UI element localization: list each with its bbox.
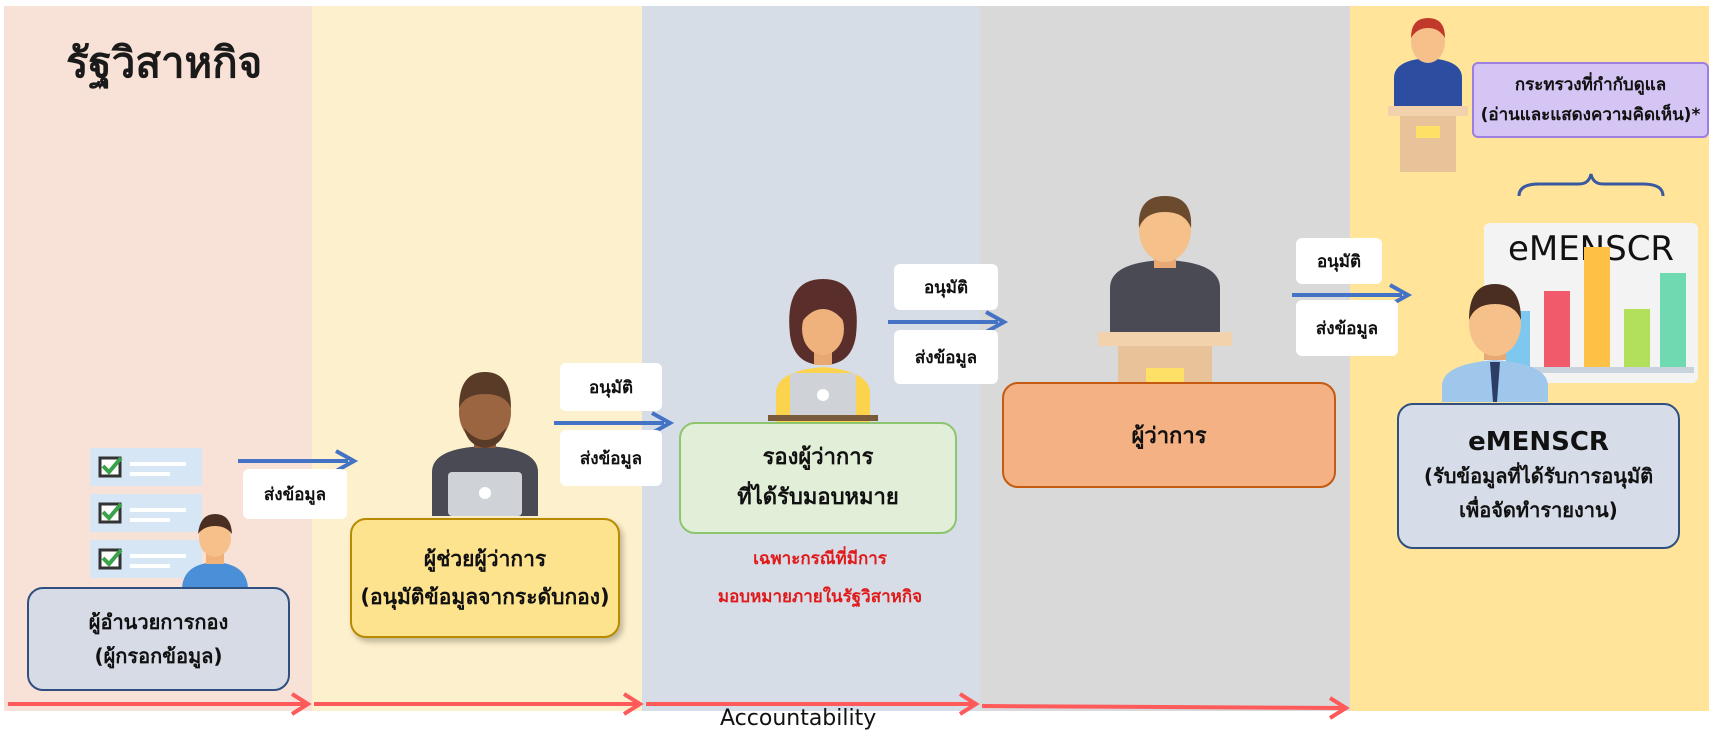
director-subtitle: (ผู้กรอกข้อมูล) <box>94 644 223 668</box>
system-person-icon <box>1442 284 1548 402</box>
send-label-3: ส่งข้อมูล <box>894 330 998 384</box>
system-subtitle-2: เพื่อจัดทำรายงาน) <box>1459 498 1618 522</box>
ministry-person-icon <box>1388 18 1468 172</box>
director-box: ผู้อำนวยการกอง (ผู้กรอกข้อมูล) <box>27 587 290 691</box>
ministry-box: กระทรวงที่กำกับดูแล (อ่านและแสดงความคิดเ… <box>1472 62 1709 138</box>
send-label-4: ส่งข้อมูล <box>1296 300 1398 356</box>
note-line-1: เฉพาะกรณีที่มีการ <box>753 549 887 569</box>
approve-label-4: อนุมัติ <box>1296 238 1382 284</box>
send-label-2: ส่งข้อมูล <box>560 430 662 486</box>
assistant-box: ผู้ช่วยผู้ว่าการ (อนุมัติข้อมูลจากระดับก… <box>350 518 620 638</box>
page-title: รัฐวิสาหกิจ <box>66 38 263 87</box>
flow-arrow-1 <box>238 449 359 473</box>
accountability-label: Accountability <box>720 706 877 731</box>
brace-icon <box>1517 173 1665 197</box>
ministry-subtitle: (อ่านและแสดงความคิดเห็น)* <box>1480 105 1701 125</box>
deputy-box: รองผู้ว่าการ ที่ได้รับมอบหมาย <box>679 422 957 534</box>
governor-title: ผู้ว่าการ <box>1131 423 1207 449</box>
delegation-note: เฉพาะกรณีที่มีการ มอบหมายภายในรัฐวิสาหกิ… <box>660 540 980 616</box>
deputy-subtitle: ที่ได้รับมอบหมาย <box>737 485 899 510</box>
checklist-icon <box>90 448 202 578</box>
deputy-title: รองผู้ว่าการ <box>762 445 874 470</box>
director-title: ผู้อำนวยการกอง <box>88 610 229 634</box>
note-line-2: มอบหมายภายในรัฐวิสาหกิจ <box>717 587 923 607</box>
timeline-arrows <box>8 692 1350 720</box>
ministry-title: กระทรวงที่กำกับดูแล <box>1514 75 1667 95</box>
flow-arrow-3 <box>888 310 1009 334</box>
assistant-person-icon <box>432 372 538 516</box>
governor-person-icon <box>1098 196 1232 382</box>
emenscr-screen: eMENSCR <box>1484 223 1698 383</box>
governor-box: ผู้ว่าการ <box>1002 382 1336 488</box>
send-label-1: ส่งข้อมูล <box>243 469 347 519</box>
system-subtitle-1: (รับข้อมูลที่ได้รับการอนุมัติ <box>1423 464 1654 488</box>
approve-label-3: อนุมัติ <box>894 264 998 310</box>
system-title: eMENSCR <box>1468 427 1609 457</box>
system-box: eMENSCR (รับข้อมูลที่ได้รับการอนุมัติ เพ… <box>1397 403 1680 549</box>
person-icon <box>182 514 248 590</box>
assistant-title: ผู้ช่วยผู้ว่าการ <box>423 547 547 571</box>
approve-label-2: อนุมัติ <box>560 363 662 411</box>
flow-arrow-2 <box>554 411 675 435</box>
deputy-person-icon <box>768 279 878 423</box>
assistant-subtitle: (อนุมัติข้อมูลจากระดับกอง) <box>360 585 610 609</box>
